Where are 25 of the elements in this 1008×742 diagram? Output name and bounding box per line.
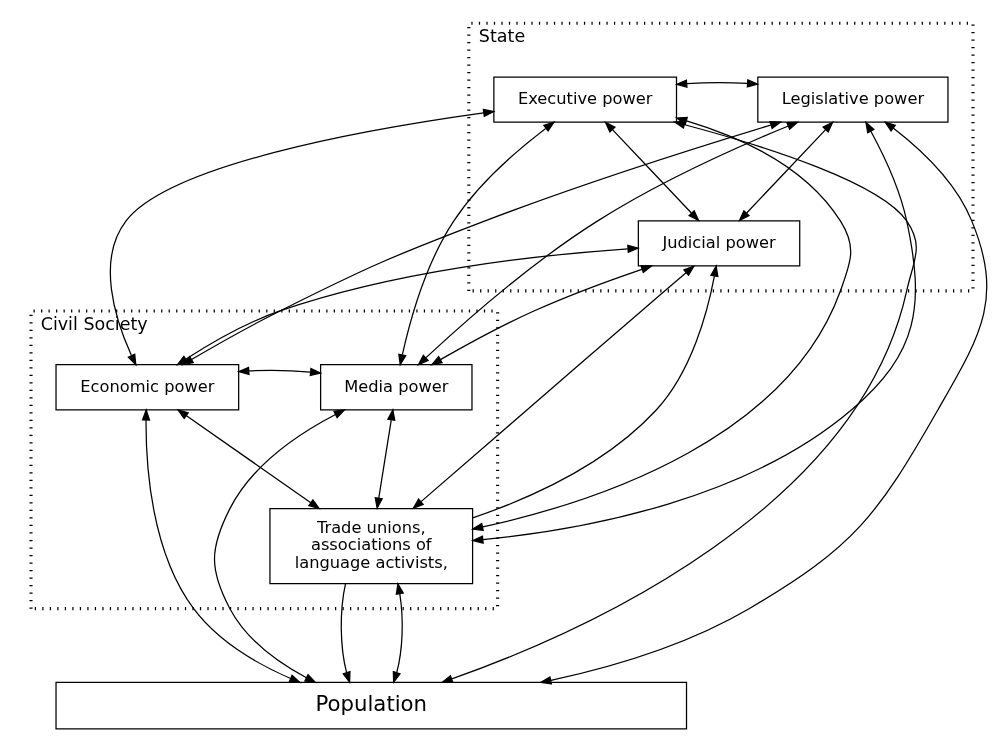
arrow bbox=[440, 120, 917, 683]
arrow bbox=[604, 120, 700, 222]
arrow bbox=[417, 121, 800, 366]
arrow bbox=[392, 581, 405, 685]
arrow bbox=[674, 79, 760, 88]
node-box: Legislative power bbox=[757, 76, 949, 123]
arrow bbox=[430, 265, 654, 366]
node-box: Media power bbox=[320, 364, 473, 411]
node-box: Economic power bbox=[55, 364, 240, 411]
arrow bbox=[472, 264, 719, 519]
arrow bbox=[470, 120, 916, 544]
arrow bbox=[411, 264, 696, 510]
arrow bbox=[398, 121, 556, 367]
node-box: Executive power bbox=[493, 76, 678, 123]
node-box: Population bbox=[55, 681, 688, 730]
node-box: Trade unions, associations of language activists, bbox=[269, 508, 474, 585]
arrow bbox=[213, 409, 347, 684]
arrow bbox=[738, 120, 834, 222]
arrow bbox=[539, 120, 988, 685]
arrow bbox=[236, 366, 323, 377]
arrow bbox=[340, 583, 351, 685]
arrow bbox=[141, 408, 302, 684]
arrow bbox=[176, 408, 321, 510]
arrow bbox=[374, 408, 396, 510]
node-box: Judicial power bbox=[637, 220, 801, 267]
